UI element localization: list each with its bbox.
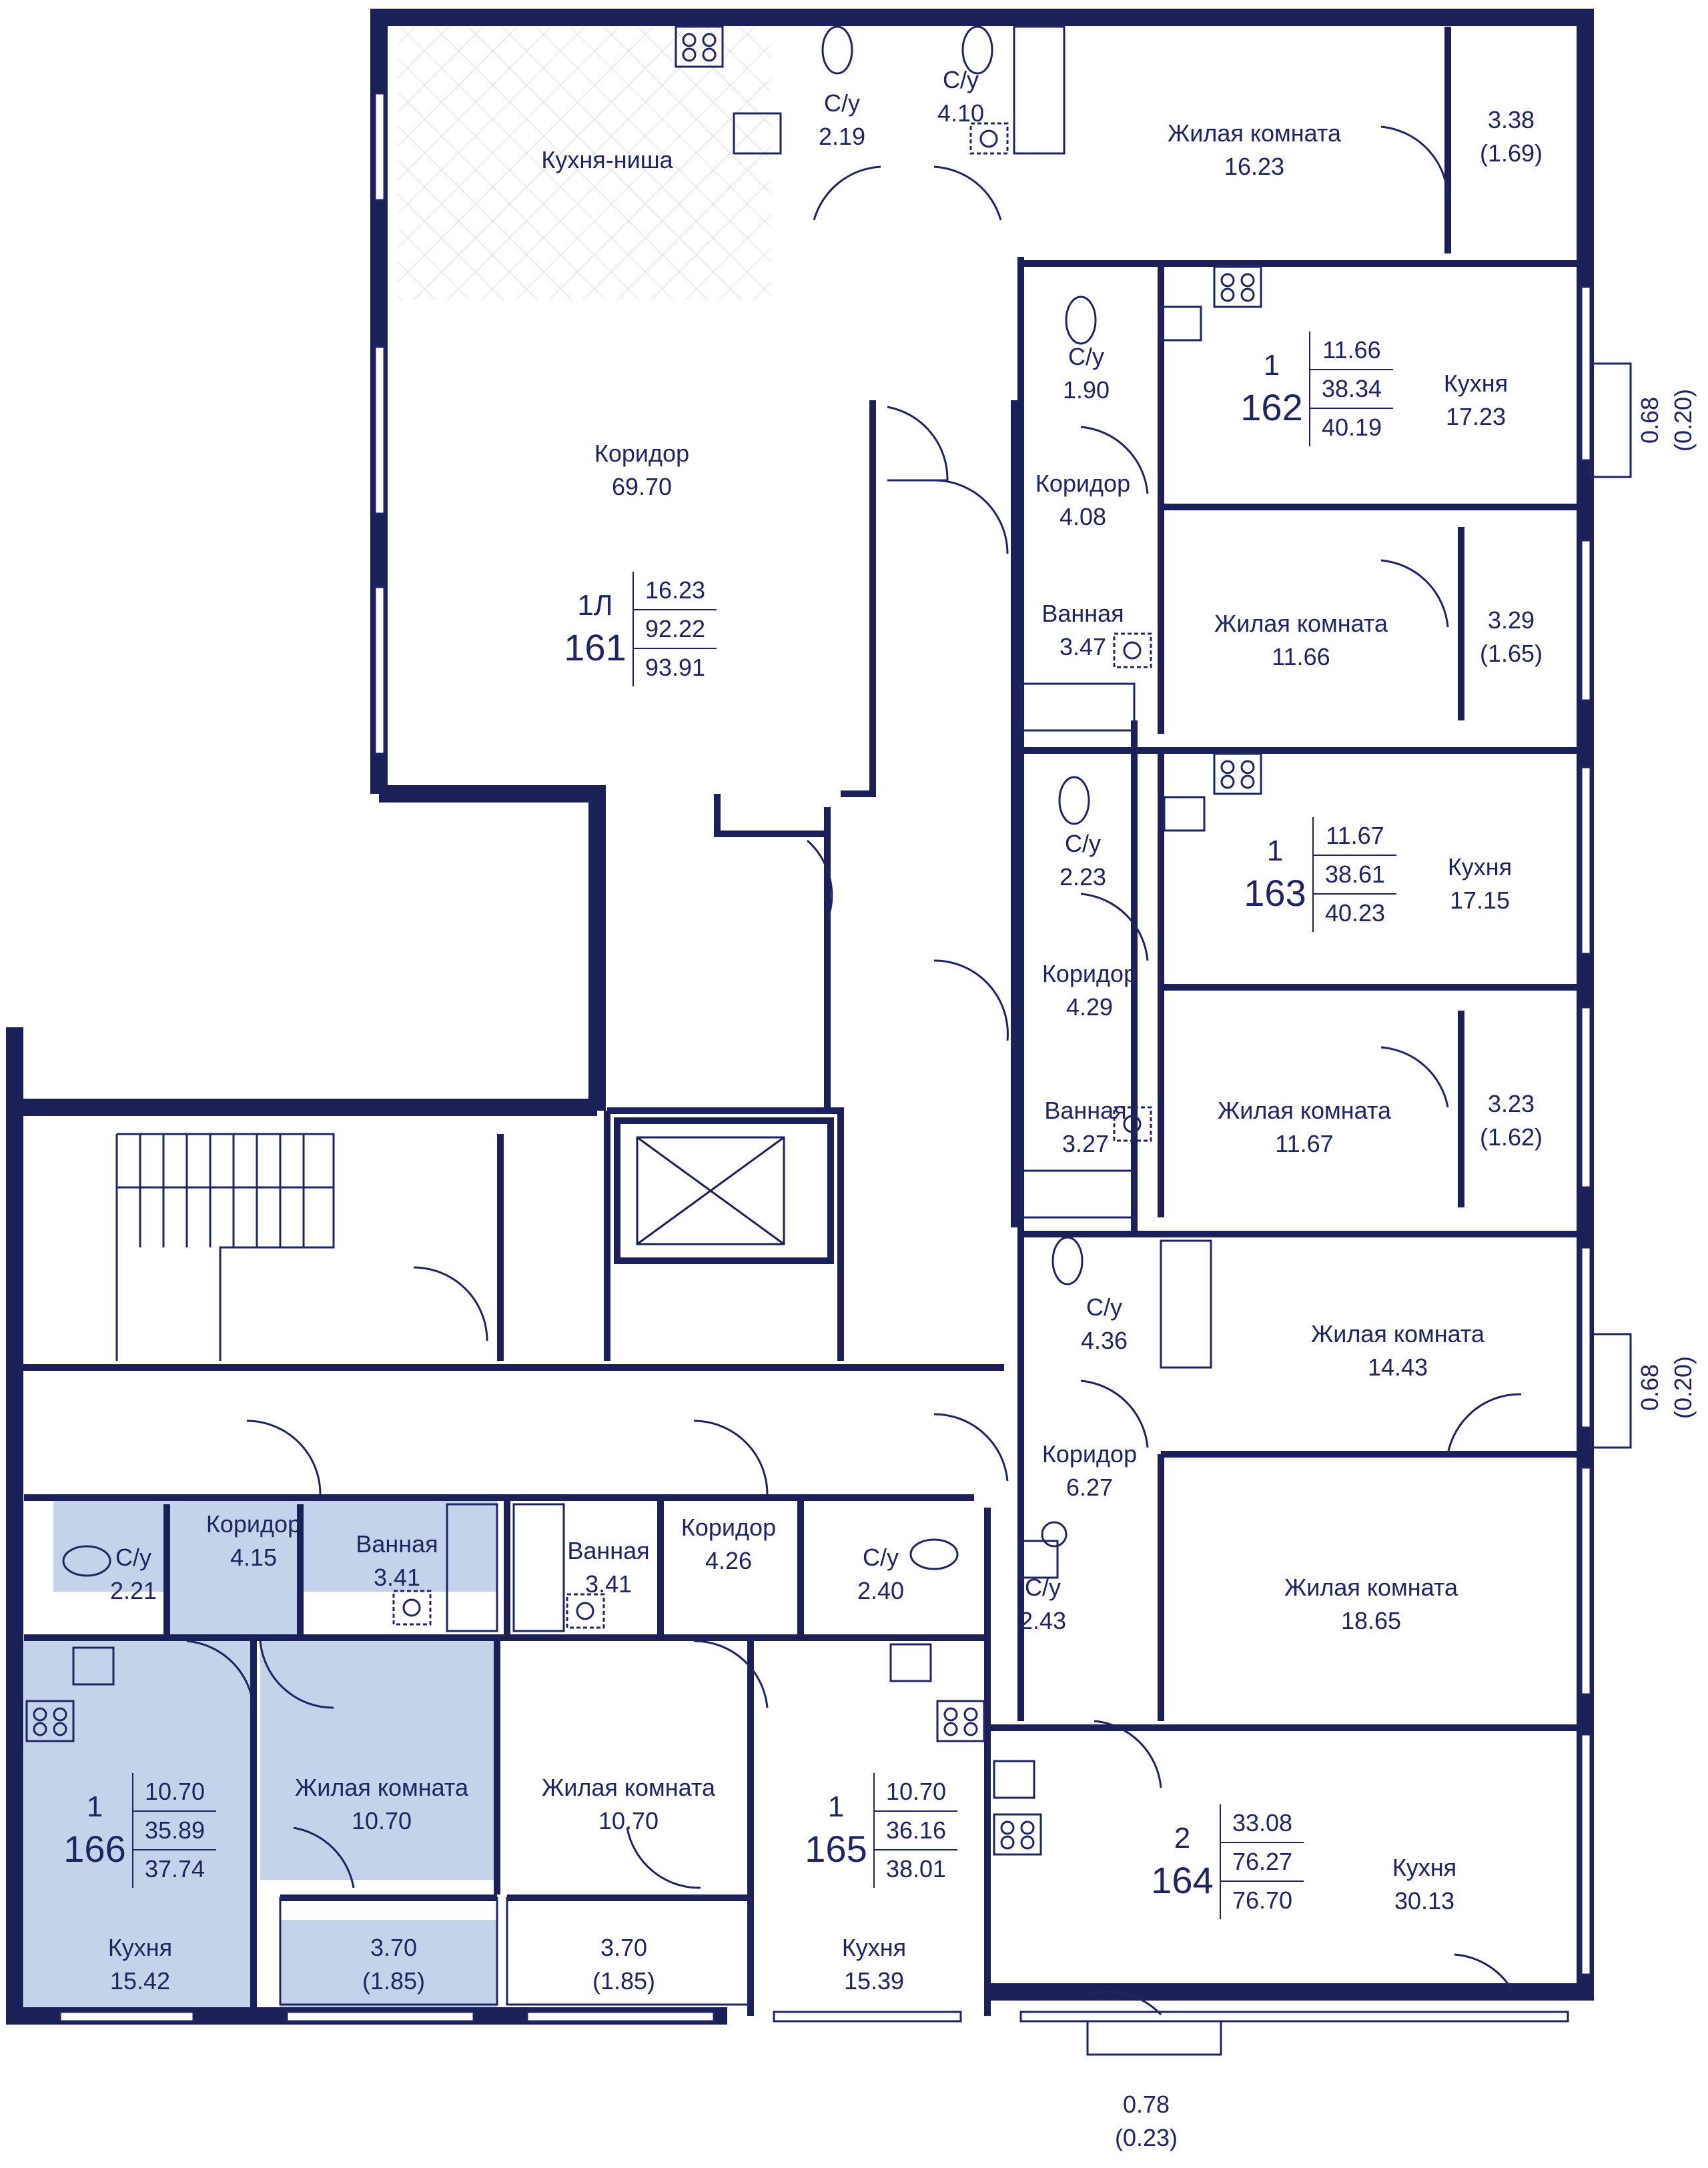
balcony-top: 3.38(1.69) bbox=[1479, 106, 1543, 167]
balcony-165: 3.70(1.85) bbox=[592, 1934, 656, 1995]
balcony-162: 3.29(1.65) bbox=[1479, 606, 1543, 667]
balconies bbox=[279, 362, 1632, 2056]
windows bbox=[59, 92, 1592, 2023]
total-area: 38.34 bbox=[1310, 370, 1393, 409]
total-area-balcony: 93.91 bbox=[645, 654, 706, 681]
living-area: 33.08 bbox=[1221, 1804, 1304, 1843]
apartment-rooms: 2 bbox=[1174, 1822, 1191, 1854]
apartment-rooms: 1Л bbox=[577, 589, 613, 622]
balcony-163: 3.23(1.62) bbox=[1479, 1090, 1543, 1151]
total-area-balcony: 37.74 bbox=[144, 1855, 205, 1882]
interior-walls bbox=[20, 27, 1585, 2016]
total-area-balcony: 38.01 bbox=[885, 1855, 947, 1882]
fixtures bbox=[25, 25, 1262, 1856]
room-kitchen-niche: Кухня-ниша bbox=[541, 146, 673, 173]
total-area: 36.16 bbox=[875, 1812, 957, 1850]
bay-164: 0.68(0.20) bbox=[1636, 1356, 1697, 1420]
total-area-balcony: 40.19 bbox=[1321, 414, 1382, 441]
elevator-shaft bbox=[614, 1117, 834, 1264]
bay-164b: 0.78(0.23) bbox=[1114, 2091, 1178, 2151]
apartment-number: 166 bbox=[63, 1828, 126, 1870]
total-area: 38.61 bbox=[1314, 856, 1396, 895]
apartment-rooms: 1 bbox=[827, 1790, 845, 1823]
apartment-number: 162 bbox=[1240, 386, 1303, 428]
total-area: 35.89 bbox=[133, 1812, 216, 1850]
apartment-number: 163 bbox=[1244, 872, 1306, 914]
total-area: 76.27 bbox=[1221, 1843, 1304, 1882]
living-area: 11.67 bbox=[1314, 817, 1396, 856]
apartment-rooms: 1 bbox=[86, 1790, 103, 1823]
living-area: 16.23 bbox=[634, 572, 717, 610]
apartment-number: 165 bbox=[805, 1828, 867, 1870]
total-area-balcony: 40.23 bbox=[1324, 899, 1386, 927]
bay-162: 0.68(0.20) bbox=[1636, 388, 1697, 452]
apartment-number: 161 bbox=[564, 626, 626, 668]
apartment-rooms: 1 bbox=[1266, 835, 1284, 867]
staircase bbox=[115, 1133, 335, 1361]
apartment-166-highlight bbox=[24, 1498, 497, 2020]
living-area: 10.70 bbox=[875, 1773, 957, 1812]
apartment-number: 164 bbox=[1151, 1859, 1214, 1901]
kitchen-niche-tile bbox=[398, 27, 771, 300]
total-area-balcony: 76.70 bbox=[1232, 1886, 1293, 1914]
door-swings bbox=[186, 125, 1522, 2016]
balcony-166: 3.70(1.85) bbox=[362, 1934, 426, 1995]
total-area: 92.22 bbox=[634, 610, 717, 649]
living-area: 11.66 bbox=[1310, 332, 1393, 370]
apartment-rooms: 1 bbox=[1263, 349, 1280, 382]
living-area: 10.70 bbox=[133, 1773, 216, 1812]
